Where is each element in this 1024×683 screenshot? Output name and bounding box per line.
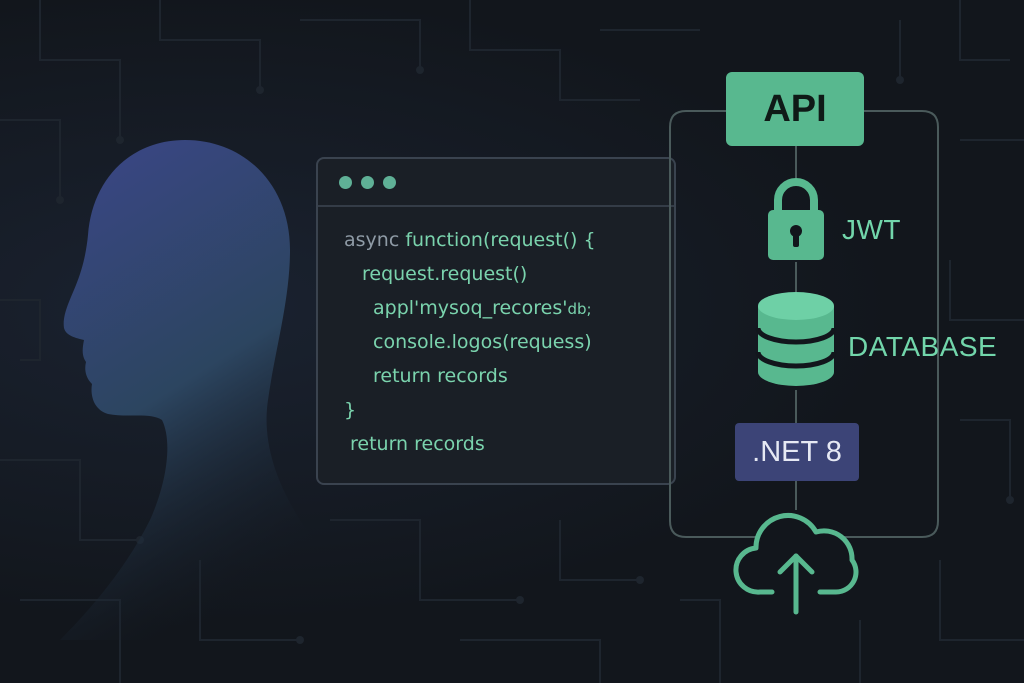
frame-left	[669, 110, 756, 538]
code-line-4: console.logos(requess)	[373, 331, 592, 353]
cloud-upload-icon	[733, 513, 859, 615]
code-line-5: return records	[373, 365, 508, 387]
window-dot-1	[339, 176, 352, 189]
dotnet-badge: .NET 8	[735, 423, 859, 481]
code-line-1: async function(request() {	[344, 229, 596, 251]
window-dot-2	[361, 176, 374, 189]
code-line-7: return records	[350, 433, 485, 455]
database-label: DATABASE	[848, 331, 998, 362]
code-line-2: request.request()	[362, 263, 528, 285]
code-window-titlebar	[318, 159, 674, 207]
code-line-6: }	[344, 399, 357, 421]
jwt-label: JWT	[842, 214, 902, 245]
frame-right	[840, 110, 939, 538]
dotnet-label: .NET 8	[752, 435, 842, 468]
api-badge: API	[726, 72, 864, 146]
code-line-3: appl'mysoq_recores'db;	[373, 297, 592, 319]
api-label: API	[763, 87, 827, 130]
code-editor-window: async function(request() { request.reque…	[316, 157, 676, 485]
database-icon	[755, 292, 837, 386]
window-dot-3	[383, 176, 396, 189]
lock-icon	[768, 178, 824, 260]
